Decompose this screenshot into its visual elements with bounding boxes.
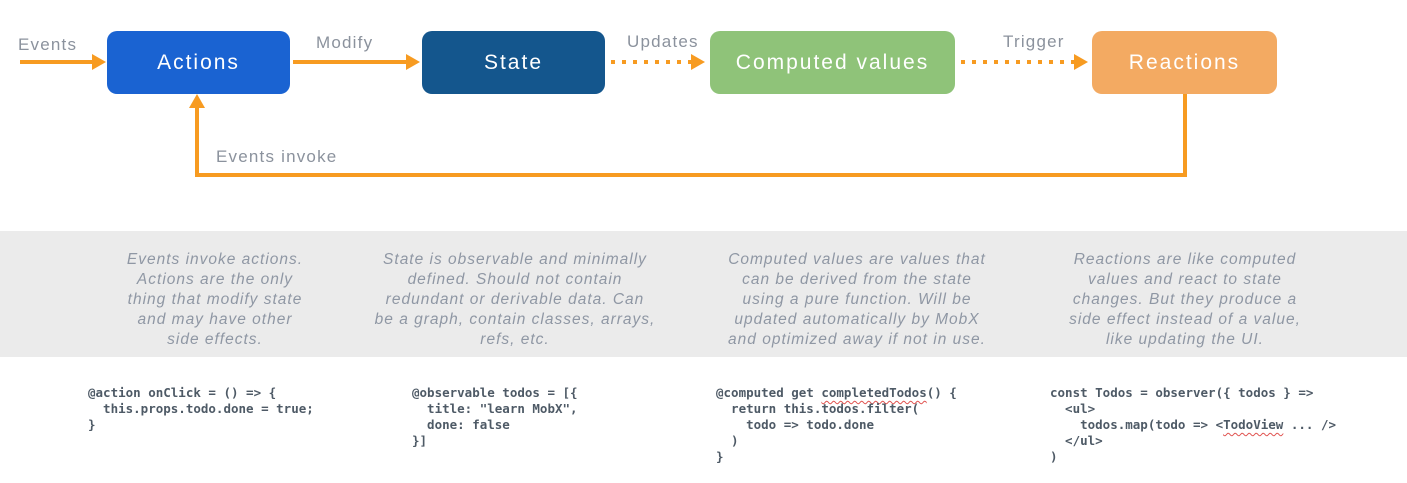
node-actions-label: Actions [157, 50, 240, 74]
arrow-events-line [20, 60, 92, 64]
node-reactions-label: Reactions [1128, 50, 1241, 74]
code-sample-computed: @computed get completedTodos() { return … [716, 385, 957, 464]
arrow-trigger-line [961, 60, 1074, 64]
loop-left-segment [195, 107, 199, 173]
node-computed-values-label: Computed values [735, 50, 930, 74]
edge-label-events-invoke: Events invoke [216, 147, 338, 166]
node-computed-values: Computed values [710, 31, 955, 94]
arrow-trigger-head-icon [1074, 54, 1088, 70]
description-reactions: Reactions are like computed values and r… [1069, 251, 1301, 348]
node-state-label: State [483, 50, 544, 74]
description-computed: Computed values are values that can be d… [728, 251, 986, 348]
arrow-updates-line [611, 60, 691, 64]
arrow-events-head-icon [92, 54, 106, 70]
description-state: State is observable and minimally define… [374, 251, 656, 348]
flow-diagram: Events Actions Modify State Updates Comp… [0, 0, 1407, 231]
descriptions-band: Events invoke actions. Actions are the o… [0, 231, 1407, 357]
arrow-updates-head-icon [691, 54, 705, 70]
loop-right-segment [1183, 94, 1187, 177]
arrow-modify-head-icon [406, 54, 420, 70]
node-reactions: Reactions [1092, 31, 1277, 94]
node-state: State [422, 31, 605, 94]
code-row: @action onClick = () => { this.props.tod… [0, 357, 1407, 483]
code-sample-action: @action onClick = () => { this.props.tod… [88, 385, 314, 432]
arrow-modify-line [293, 60, 406, 64]
loop-arrow-head-icon [189, 94, 205, 108]
description-actions: Events invoke actions. Actions are the o… [126, 251, 304, 348]
node-actions: Actions [107, 31, 290, 94]
edge-label-events: Events [18, 35, 78, 54]
edge-label-updates: Updates [627, 32, 699, 51]
edge-label-trigger: Trigger [1003, 32, 1065, 51]
code-sample-observable: @observable todos = [{ title: "learn Mob… [412, 385, 578, 448]
loop-bottom-segment [195, 173, 1185, 177]
edge-label-modify: Modify [316, 33, 374, 52]
code-sample-observer: const Todos = observer({ todos } => <ul>… [1050, 385, 1336, 464]
